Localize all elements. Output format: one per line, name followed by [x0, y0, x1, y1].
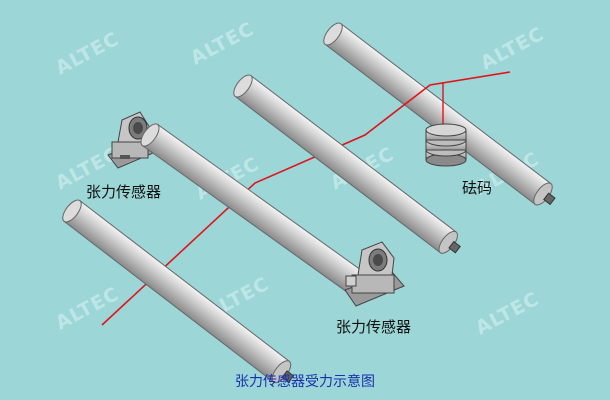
diagram-caption: 张力传感器受力示意图 — [235, 373, 375, 390]
tension-sensor-right — [344, 241, 405, 307]
roller-top — [323, 22, 556, 206]
sensor-right-label: 张力传感器 — [336, 318, 411, 336]
weight-label: 砝码 — [462, 179, 492, 197]
tension-line — [101, 71, 511, 326]
sensor-left-label: 张力传感器 — [86, 183, 161, 201]
roller-middle — [233, 74, 461, 254]
watermark: ALTEC — [477, 23, 548, 75]
weight-stack — [425, 123, 467, 167]
roller-bottom — [62, 199, 295, 384]
watermark: ALTEC — [472, 288, 543, 340]
watermark: ALTEC — [52, 28, 123, 80]
watermark: ALTEC — [187, 18, 258, 70]
watermark: ALTEC — [52, 283, 123, 335]
